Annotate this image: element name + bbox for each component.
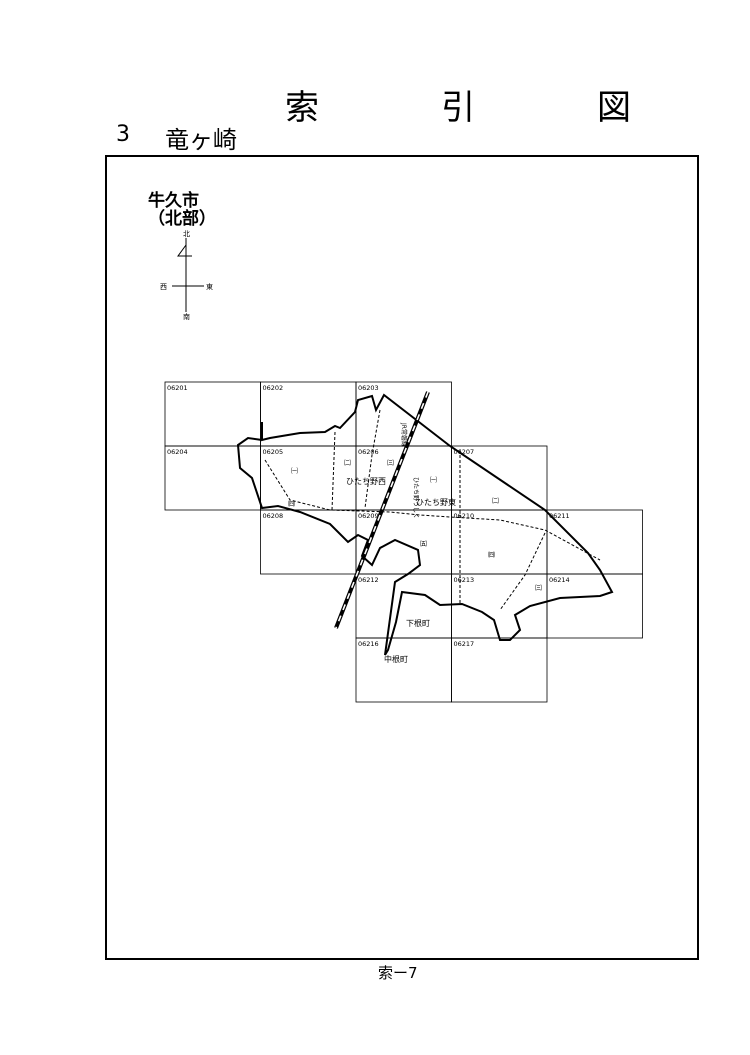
compass-east: 東	[206, 282, 213, 291]
chome-label: ㈡	[344, 458, 351, 467]
page-number: 索ー7	[378, 964, 418, 982]
chome-label: ㈤	[420, 539, 427, 548]
map-frame	[105, 155, 699, 960]
railway-line	[334, 391, 430, 629]
city-label: 牛久市（北部）	[148, 192, 216, 228]
compass-icon	[172, 238, 204, 312]
district-label: ひたち野東	[416, 497, 456, 507]
district-label: 下根町	[406, 618, 430, 628]
sheet-number: 06212	[358, 576, 379, 584]
district-label: 中根町	[384, 654, 408, 664]
city-name: 牛久市	[148, 191, 199, 211]
chome-label: ㈣	[488, 550, 495, 559]
section-number: 3	[116, 122, 130, 147]
sheet-cell	[546, 573, 643, 639]
sheet-number: 06211	[549, 512, 570, 520]
page-title: 索 引 図	[285, 88, 675, 128]
sheet-number: 06217	[454, 640, 475, 648]
sheet-number: 06205	[263, 448, 284, 456]
sheet-number: 06213	[454, 576, 475, 584]
sheet-number: 06209	[358, 512, 379, 520]
sheet-number: 06202	[263, 384, 284, 392]
district-label: ひたち野西	[346, 477, 386, 486]
sheet-number: 06210	[454, 512, 475, 520]
sheet-number: 06204	[167, 448, 188, 456]
chome-label: ㈢	[535, 583, 542, 592]
sheet-grid	[164, 381, 643, 703]
sheet-number: 06201	[167, 384, 188, 392]
chome-label: ㈠	[430, 475, 437, 484]
sheet-number: 06216	[358, 640, 379, 648]
station-label: ひたち野うしく	[412, 477, 420, 519]
chome-label: ㈣	[288, 499, 295, 508]
sheet-number: 06208	[263, 512, 284, 520]
chome-label: ㈡	[492, 496, 499, 505]
compass-north: 北	[183, 230, 190, 238]
sheet-number: 06207	[454, 448, 475, 456]
sheet-number: 06206	[358, 448, 379, 456]
sheet-number: 06203	[358, 384, 379, 392]
city-area: （北部）	[148, 209, 216, 229]
chome-boundaries	[264, 409, 601, 611]
section-name: 竜ヶ崎	[165, 126, 237, 154]
area-boundary	[236, 393, 614, 656]
compass-south: 南	[183, 312, 190, 321]
rail-line-label: JR常磐線	[400, 422, 408, 447]
compass-west: 西	[160, 283, 167, 291]
sheet-number: 06214	[549, 576, 570, 584]
chome-label: ㈢	[387, 458, 394, 467]
chome-label: ㈠	[291, 466, 298, 475]
